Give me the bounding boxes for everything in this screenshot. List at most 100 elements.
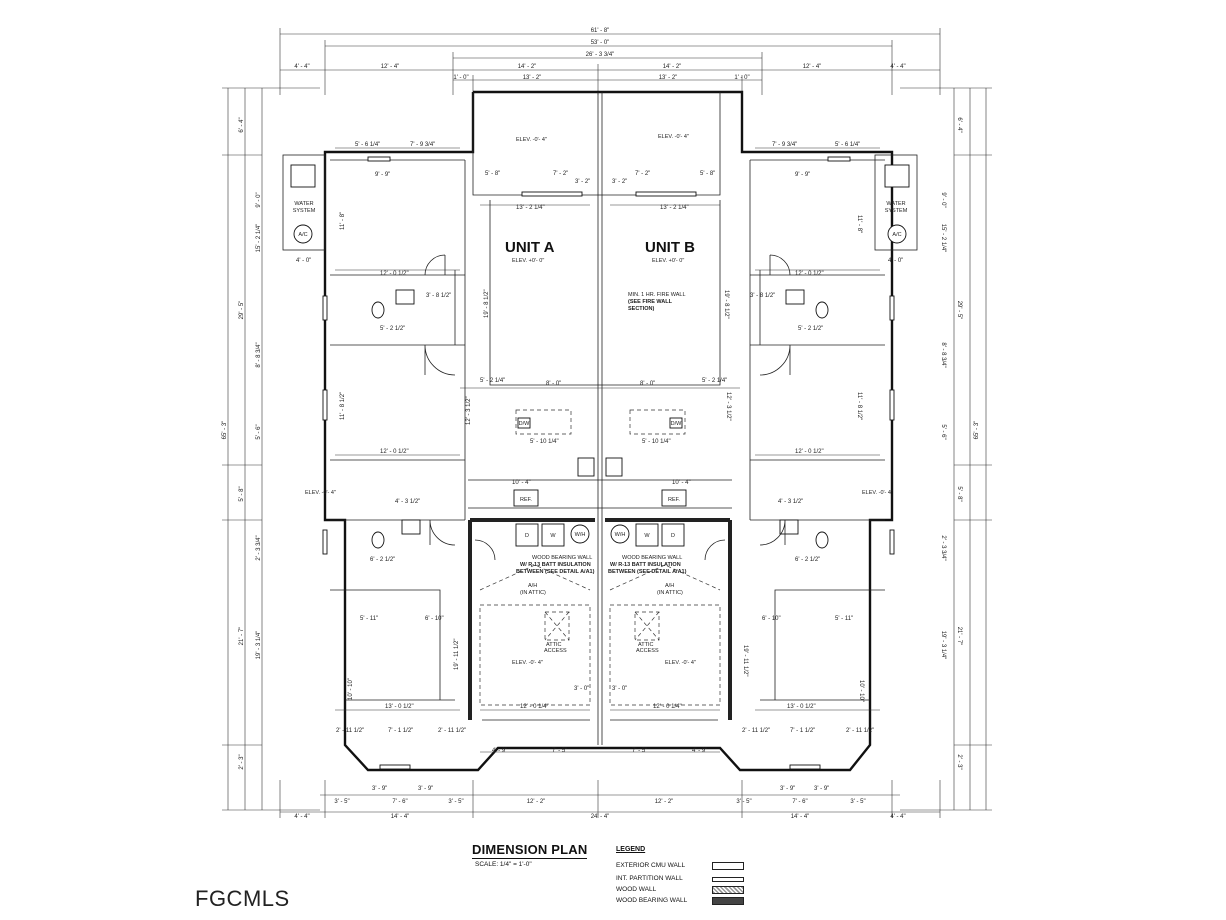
ah-a-2: (IN ATTIC) — [520, 590, 546, 596]
dim-int-17: 4' - 3 1/2" — [395, 499, 420, 505]
dim-side-r6: 5' - 6" — [940, 424, 946, 439]
dim-int-24: 12' - 0 1/4" — [520, 704, 549, 710]
dim-int-5b: 12' - 0 1/2" — [795, 271, 824, 277]
dryer-label-b: D — [671, 533, 675, 539]
dim-overall: 61' - 8" — [591, 28, 610, 34]
doors — [424, 254, 791, 561]
dim-side-4: 29' - 5" — [239, 301, 245, 320]
dim-side-5: 8' - 8 3/4" — [256, 342, 262, 367]
dim-top2-3: 13' - 2" — [659, 75, 678, 81]
elev-porch-b: ELEV. -0'- 4" — [658, 134, 689, 140]
dim-bot-3: 3' - 5" — [448, 799, 463, 805]
dishwasher-label-a: D/W — [519, 421, 531, 427]
dim-bot2-3: 24' - 4" — [591, 814, 610, 820]
appliances: REF. REF. D W W D W/H W/H D/W D/W A/C A/… — [290, 164, 910, 549]
dim-bot-7: 7' - 6" — [792, 799, 807, 805]
dim-int-8: 11' - 8 1/2" — [340, 392, 346, 420]
dim-top2-1: 1' - 0" — [453, 75, 468, 81]
dim-int-16: 10' - 4" — [512, 480, 531, 486]
water-system-label-a-2: SYSTEM — [293, 208, 316, 214]
dim-top-6: 4' - 4" — [890, 64, 905, 70]
dim-int-13: 5' - 2 1/4" — [480, 378, 505, 384]
dim-side-9: 21' - 7" — [239, 627, 245, 646]
kitchen-counter-b — [629, 409, 686, 435]
dim-int-30b: 3' - 9" — [814, 786, 829, 792]
title-block: DIMENSION PLAN SCALE: 1/4" = 1'-0" LEGEN… — [472, 842, 772, 912]
attic-a-1: ATTIC — [546, 642, 562, 648]
dim-bot-8: 3' - 5" — [850, 799, 865, 805]
dim-int-4: 11' - 8" — [340, 212, 346, 230]
dim-side-r11: 2' - 3" — [956, 754, 962, 769]
ac-label-a: A/C — [298, 232, 307, 238]
water-system-pad-b — [874, 154, 918, 251]
dim-int-18b: 6' - 2 1/2" — [795, 557, 820, 563]
dim-side-r8: 2' - 3 3/4" — [940, 535, 946, 560]
ah-b-1: A/H — [665, 583, 674, 589]
legend-label: EXTERIOR CMU WALL — [616, 862, 686, 869]
dim-int-13b: 5' - 2 1/4" — [702, 378, 727, 384]
dryer-label-a: D — [525, 533, 529, 539]
dim-int-4b: 11' - 8" — [856, 215, 862, 233]
dim-int-27c: 2' - 11 1/2" — [438, 728, 466, 734]
dim-int-32b: 5' - 8" — [700, 171, 715, 177]
attic-b-2: ACCESS — [636, 648, 659, 654]
elev-side-b: ELEV. -0'- 4" — [862, 490, 893, 496]
dim-int-21b: 19' - 11 1/2" — [742, 645, 748, 677]
elev-garage-a: ELEV. -0'- 4" — [512, 660, 543, 666]
legend-label: WOOD WALL — [616, 886, 657, 893]
dim-int-32: 5' - 8" — [485, 171, 500, 177]
dim-side-3: 15' - 2 1/4" — [256, 224, 262, 253]
dim-int-19: 5' - 11" — [360, 616, 378, 622]
dim-side-r5: 8' - 8 3/4" — [940, 342, 946, 367]
dim-int-29: 7' - 5" — [552, 748, 567, 754]
dim-int-27d: 2' - 11 1/2" — [742, 728, 770, 734]
dim-int-26b: 7' - 1 1/2" — [790, 728, 815, 734]
dishwasher-label-b: D/W — [671, 421, 683, 427]
dim-int-30d: 3' - 9" — [780, 786, 795, 792]
dim-bot2-1: 4' - 4" — [294, 814, 309, 820]
dim-side-6: 5' - 6" — [256, 424, 262, 439]
dim-int-15: 5' - 10 1/4" — [530, 439, 559, 445]
dim-int-12: 8' - 0" — [546, 381, 561, 387]
windows — [322, 156, 895, 770]
dim-int-21: 19' - 11 1/2" — [454, 638, 460, 670]
ref-label-b: REF. — [668, 497, 680, 503]
dim-bot2-5: 4' - 4" — [890, 814, 905, 820]
legend-label: WOOD BEARING WALL — [616, 897, 688, 904]
dim-int-24b: 12' - 0 1/4" — [653, 704, 682, 710]
elev-porch-a: ELEV. -0'- 4" — [516, 137, 547, 143]
dim-top2-2: 13' - 2" — [523, 75, 542, 81]
dim-side-11: 2' - 3" — [239, 754, 245, 769]
water-heater-label-b: W/H — [615, 532, 626, 538]
dim-int-16b: 10' - 4" — [672, 480, 691, 486]
dim-int-7: 5' - 2 1/2" — [380, 326, 405, 332]
dim-int-10b: 13' - 2 1/4" — [660, 205, 689, 211]
dim-side-overall-right: 65' - 3" — [974, 421, 980, 440]
water-heater-label-a: W/H — [575, 532, 586, 538]
dim-int-31b: 7' - 2" — [635, 171, 650, 177]
dim-int-20: 6' - 10" — [425, 616, 444, 622]
dim-int-30c: 3' - 9" — [418, 786, 433, 792]
dim-int-25: 3' - 0" — [574, 686, 589, 692]
elev-side-a: ELEV. -0'- 4" — [305, 490, 336, 496]
legend-label: INT. PARTITION WALL — [616, 875, 683, 882]
dim-side-r4: 29' - 5" — [956, 301, 962, 320]
dim-int-26: 7' - 1 1/2" — [388, 728, 413, 734]
dim-int-5: 12' - 0 1/2" — [380, 271, 409, 277]
elev-unit-b: ELEV. +0'- 0" — [652, 258, 684, 264]
dim-side-1: 6' - 4" — [239, 117, 245, 132]
dim-top-4: 14' - 2" — [663, 64, 682, 70]
dim-int-22b: 10' - 10" — [858, 680, 864, 702]
fire-wall-note-2: (SEE FIRE WALL — [628, 299, 673, 305]
legend-swatch — [712, 886, 744, 894]
dim-int-3b: 9' - 9" — [795, 172, 810, 178]
dim-int-8b: 11' - 8 1/2" — [856, 392, 862, 420]
dim-int-11: 19' - 8 1/2" — [484, 289, 490, 318]
kitchen-counter-a — [515, 409, 572, 435]
dim-side-r9: 21' - 7" — [956, 627, 962, 646]
ac-label-b: A/C — [892, 232, 901, 238]
dim-int-6: 3' - 8 1/2" — [426, 293, 451, 299]
dim-53: 53' - 0" — [591, 40, 610, 46]
dim-int-2: 7' - 9 3/4" — [410, 142, 435, 148]
drawing-title: DIMENSION PLAN — [472, 842, 588, 859]
